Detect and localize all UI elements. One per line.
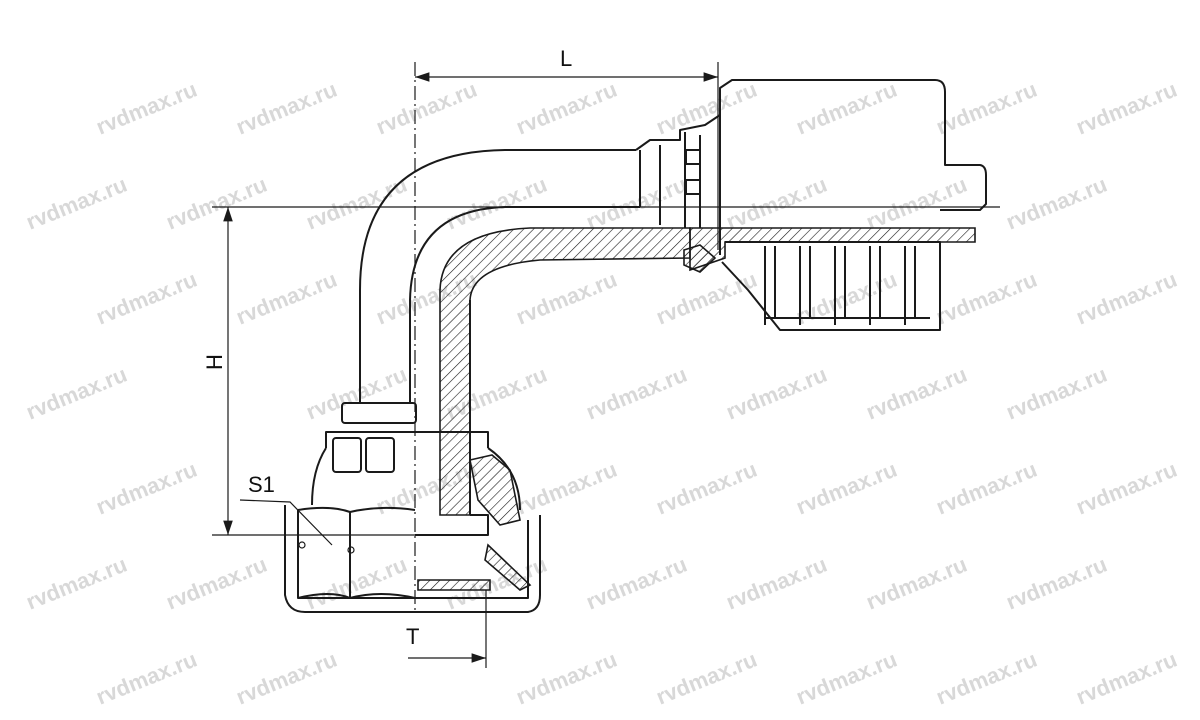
dimension-label-h: H	[202, 354, 227, 370]
socket	[683, 227, 976, 331]
watermark-text: rvdmax.ru	[1073, 267, 1181, 330]
watermark-text: rvdmax.ru	[23, 362, 131, 425]
collar	[635, 79, 987, 255]
dimension-label-s1: S1	[248, 472, 275, 497]
watermark-text: rvdmax.ru	[793, 267, 901, 330]
watermark-text: rvdmax.ru	[723, 172, 831, 235]
watermark-text: rvdmax.ru	[303, 172, 411, 235]
watermark-text: rvdmax.ru	[303, 552, 411, 615]
watermark-text: rvdmax.ru	[723, 362, 831, 425]
watermark-text: rvdmax.ru	[1073, 77, 1181, 140]
watermark-text: rvdmax.ru	[93, 77, 201, 140]
watermark-text: rvdmax.ru	[793, 647, 901, 710]
watermark-text: rvdmax.ru	[1003, 172, 1111, 235]
watermark-text: rvdmax.ru	[653, 457, 761, 520]
watermark-text: rvdmax.ru	[513, 457, 621, 520]
watermark-layer: rvdmax.ru rvdmax.ru rvdmax.ru rvdmax.ru rvdm…	[23, 77, 1181, 710]
watermark-text: rvdmax.ru	[163, 552, 271, 615]
watermark-text: rvdmax.ru	[723, 552, 831, 615]
dimension-label-t: T	[406, 624, 419, 649]
watermark-text: rvdmax.ru	[233, 77, 341, 140]
watermark-text: rvdmax.ru	[653, 647, 761, 710]
watermark-text: rvdmax.ru	[513, 267, 621, 330]
watermark-text: rvdmax.ru	[163, 172, 271, 235]
watermark-text: rvdmax.ru	[793, 457, 901, 520]
watermark-text: rvdmax.ru	[513, 77, 621, 140]
elbow-body	[359, 149, 691, 516]
watermark-text: rvdmax.ru	[863, 172, 971, 235]
watermark-text: rvdmax.ru	[233, 267, 341, 330]
watermark-text: rvdmax.ru	[583, 172, 691, 235]
watermark-text: rvdmax.ru	[513, 647, 621, 710]
watermark-text: rvdmax.ru	[653, 267, 761, 330]
watermark-text: rvdmax.ru	[933, 647, 1041, 710]
watermark-text: rvdmax.ru	[23, 172, 131, 235]
watermark-text: rvdmax.ru	[1003, 552, 1111, 615]
watermark-text: rvdmax.ru	[933, 457, 1041, 520]
watermark-text: rvdmax.ru	[863, 552, 971, 615]
watermark-text: rvdmax.ru	[23, 552, 131, 615]
watermark-text: rvdmax.ru	[653, 77, 761, 140]
watermark-text: rvdmax.ru	[583, 362, 691, 425]
watermark-text: rvdmax.ru	[93, 647, 201, 710]
watermark-text: rvdmax.ru	[1073, 457, 1181, 520]
watermark-text: rvdmax.ru	[933, 267, 1041, 330]
dimension-label-l: L	[560, 46, 572, 71]
watermark-text: rvdmax.ru	[793, 77, 901, 140]
watermark-text: rvdmax.ru	[373, 77, 481, 140]
watermark-text: rvdmax.ru	[863, 362, 971, 425]
watermark-text: rvdmax.ru	[1073, 647, 1181, 710]
swivel-nut	[284, 402, 541, 613]
watermark-text: rvdmax.ru	[933, 77, 1041, 140]
watermark-text: rvdmax.ru	[443, 172, 551, 235]
watermark-text: rvdmax.ru	[93, 267, 201, 330]
watermark-text: rvdmax.ru	[303, 362, 411, 425]
watermark-text: rvdmax.ru	[233, 647, 341, 710]
watermark-text: rvdmax.ru	[583, 552, 691, 615]
dimension-lines	[212, 62, 1000, 668]
watermark-text: rvdmax.ru	[93, 457, 201, 520]
watermark-text: rvdmax.ru	[1003, 362, 1111, 425]
